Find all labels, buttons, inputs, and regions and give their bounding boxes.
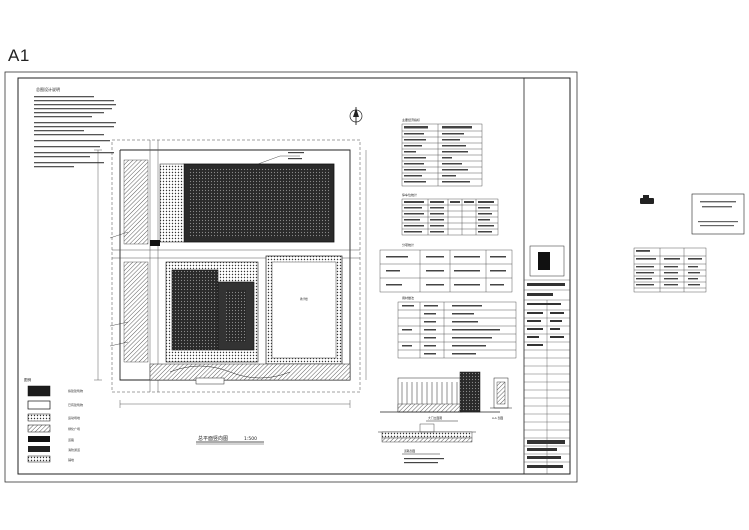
north-arrow-icon [349,107,363,125]
section-title-2: A-A 剖面 [492,416,503,420]
pillar-detail [490,377,512,409]
plan-label-building: 教学楼 [300,297,308,301]
parking-heading: 停车位统计 [402,192,417,197]
legend-item-3: 运动场地 [68,415,80,420]
outer-frame [4,71,578,483]
legend-item-5: 道路 [68,437,74,442]
legend-item-2: 已有建筑物 [68,402,83,407]
indicators-table [401,123,483,187]
section-title: 道路剖面 [404,449,415,453]
legend [27,385,51,463]
institute-logo-icon [538,252,550,270]
site-plan: 教学楼 [94,139,367,408]
road-section-detail [378,423,476,443]
stamp-mark-icon [640,195,654,204]
rooms-table [379,249,513,293]
sheet-size-label: A1 [8,46,30,65]
fence-title: 大门立面图 [428,416,442,420]
legend-item-7: 铺地 [68,457,74,462]
legend-item-4: 绿化广场 [68,426,80,431]
gate-elevation-detail [380,371,500,413]
parking-table [401,198,499,236]
notes-lines [34,96,116,168]
schedule-table [633,247,707,293]
plan-title: 总平面竖向图 [198,435,228,442]
note-box [691,193,745,235]
materials-heading: 用材做法 [402,295,414,300]
rooms-heading: 分项统计 [402,242,414,247]
plan-scale: 1:500 [244,436,257,442]
indicators-heading: 主要经济指标 [402,117,420,122]
proposed-building-west [171,269,219,351]
legend-heading: 图例 [24,377,32,382]
materials-table [397,301,517,359]
legend-item-1: 拟建建筑物 [68,388,83,393]
notes-heading: 总图设计说明 [36,86,60,92]
legend-item-6: 消防通道 [68,447,80,452]
